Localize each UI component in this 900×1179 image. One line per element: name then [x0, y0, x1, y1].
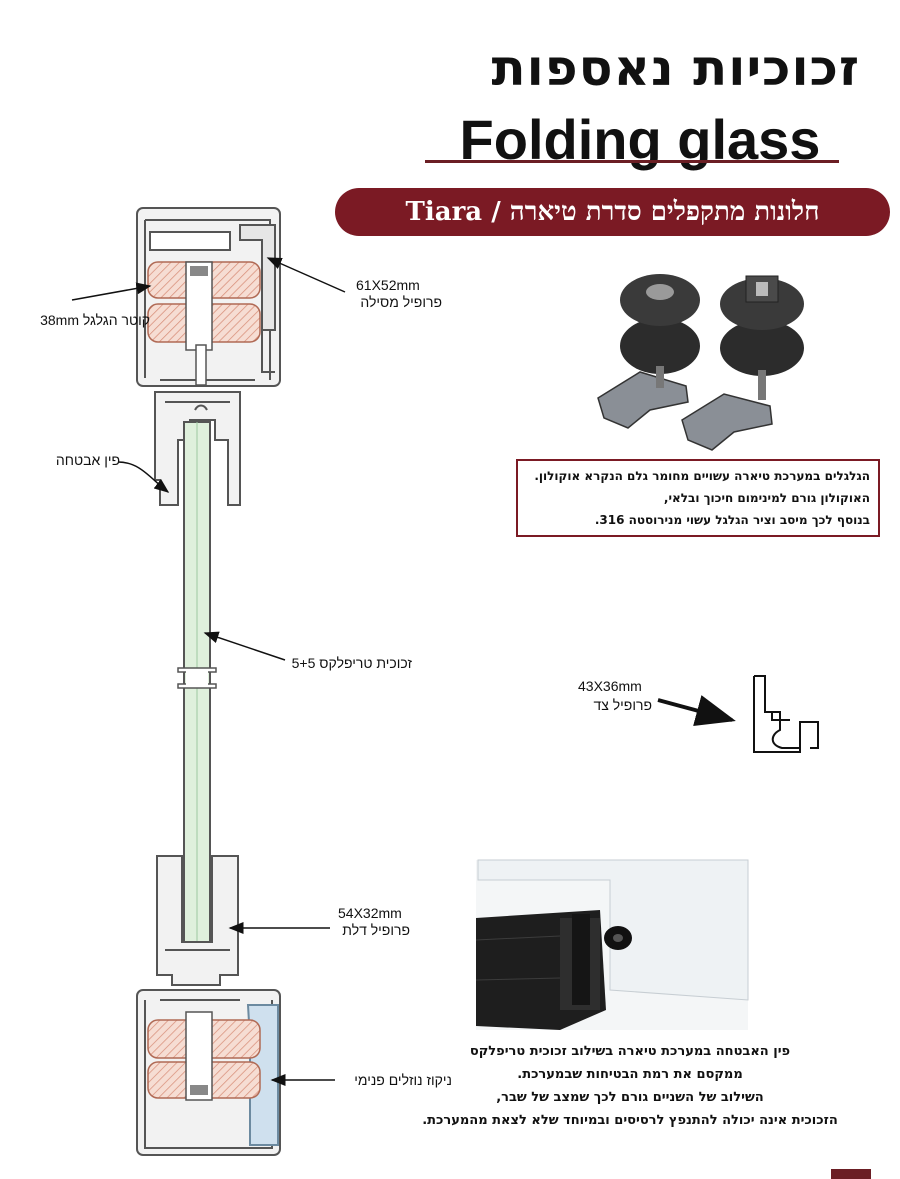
title-hebrew: זכוכיות נאספות [491, 39, 860, 97]
profile-3d-illustration [475, 859, 749, 1030]
arrow-safety-pin [117, 461, 170, 493]
arrow-glass [203, 631, 286, 661]
door-profile-bottom [156, 855, 239, 986]
side-profile-size-label: 43X36mm [578, 678, 642, 694]
rail-profile-name-label: פרופיל מסילה [360, 294, 442, 310]
glass-pane [177, 421, 217, 943]
wheel-note-line: בנוסף לכך מיסב וציר הגלגל עשוי מנירוסטה … [594, 513, 870, 527]
arrow-wheel-diameter [71, 282, 152, 301]
safety-note-line: פין האבטחה במערכת טיארה בשילוב זכוכית טר… [469, 1044, 791, 1059]
arrow-side-profile [657, 695, 736, 727]
wheel-section-top [147, 261, 261, 386]
safety-note-line: השילוב של השניים גורם לכך שמצב של שבר, [496, 1090, 764, 1105]
wheel-diameter-label: קוטר הגלגל 38mm [40, 312, 150, 328]
wheel-note-line: הגלגלים במערכת טיארה עשויים מחומר גלם הנ… [534, 469, 870, 483]
safety-note: פין האבטחה במערכת טיארה בשילוב זכוכית טר… [400, 1040, 860, 1132]
arrow-rail-profile [266, 257, 346, 293]
leader-lines [71, 257, 346, 1086]
door-profile-name-label: פרופיל דלת [342, 922, 410, 938]
side-profile-drawing [753, 675, 819, 753]
safety-pin-label: פין אבטחה [55, 452, 120, 468]
corner-brand-mark [831, 1169, 871, 1179]
rail-profile-size-label: 61X52mm [356, 277, 420, 293]
door-profile-size-label: 54X32mm [338, 905, 402, 921]
series-banner: חלונות מתקפלים סדרת טיארה / Tiara [335, 188, 890, 236]
wheel-section-bottom [147, 1011, 261, 1101]
wheel-material-note: הגלגלים במערכת טיארה עשויים מחומר גלם הנ… [516, 459, 880, 537]
safety-note-line: הזכוכית אינה יכולה להתנפץ לרסיסים ובמיוח… [422, 1113, 838, 1128]
glass-type-label: זכוכית טריפלקס 5+5 [291, 655, 412, 671]
title-underline [425, 160, 839, 163]
wheel-illustration [597, 274, 804, 451]
safety-note-line: ממקסם את רמת הבטיחות שבמערכת. [517, 1067, 743, 1082]
drainage-label: ניקוז נוזלים פנימי [354, 1072, 452, 1088]
side-profile-name-label: פרופיל צד [593, 697, 652, 713]
wheel-note-line: האוקולון גורם למינימום חיכוך ובלאי, [663, 491, 870, 505]
